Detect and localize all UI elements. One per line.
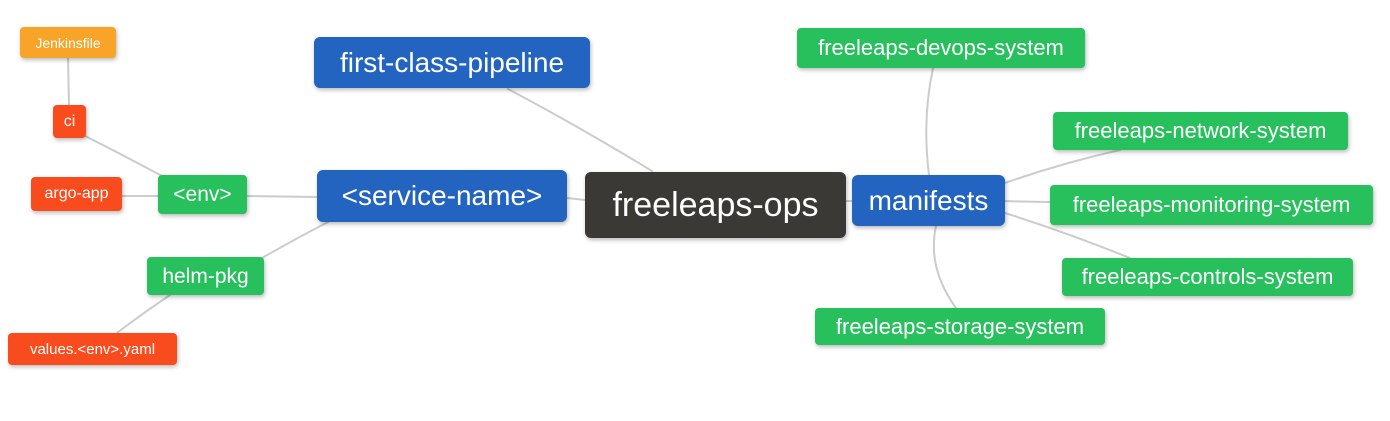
node-label: <service-name> — [341, 180, 543, 211]
node-freeleaps-controls-system[interactable]: freeleaps-controls-system — [1062, 258, 1353, 296]
node-jenkinsfile[interactable]: Jenkinsfile — [20, 27, 116, 58]
node-label: <env> — [173, 183, 232, 206]
edge-values-env-yaml--helm-pkg — [116, 294, 171, 334]
node-freeleaps-storage-system[interactable]: freeleaps-storage-system — [815, 308, 1105, 345]
node-freeleaps-monitoring-system[interactable]: freeleaps-monitoring-system — [1050, 185, 1373, 225]
edge-env--service-name — [246, 195, 318, 198]
edge-first-class-pipeline--freeleaps-ops — [507, 88, 653, 172]
edge-service-name--freeleaps-ops — [566, 197, 586, 201]
edge-jenkinsfile--ci — [67, 57, 70, 106]
edge-ci--env — [84, 135, 163, 177]
edge-manifests--freeleaps-storage-system — [932, 225, 957, 309]
node-first-class-pipeline[interactable]: first-class-pipeline — [314, 37, 590, 88]
node-label: freeleaps-storage-system — [835, 313, 1085, 339]
node-ci[interactable]: ci — [53, 105, 86, 138]
node-label: manifests — [868, 184, 989, 216]
node-freeleaps-ops[interactable]: freeleaps-ops — [585, 172, 846, 238]
edge-manifests--freeleaps-controls-system — [1004, 212, 1131, 259]
node-freeleaps-network-system[interactable]: freeleaps-network-system — [1053, 112, 1348, 150]
edge-manifests--freeleaps-monitoring-system — [1004, 200, 1051, 203]
node-label: first-class-pipeline — [339, 46, 565, 78]
node-label: freeleaps-controls-system — [1081, 264, 1334, 289]
edge-helm-pkg--service-name — [261, 221, 329, 259]
node-label: Jenkinsfile — [35, 34, 101, 51]
node-label: freeleaps-ops — [612, 186, 819, 224]
node-label: helm-pkg — [162, 264, 249, 288]
node-values-env-yaml[interactable]: values.<env>.yaml — [8, 333, 177, 365]
node-env[interactable]: <env> — [158, 175, 247, 214]
node-label: ci — [63, 112, 76, 130]
node-label: argo-app — [44, 185, 109, 202]
node-argo-app[interactable]: argo-app — [31, 177, 122, 211]
node-label: freeleaps-network-system — [1074, 118, 1327, 143]
node-freeleaps-devops-system[interactable]: freeleaps-devops-system — [797, 28, 1085, 68]
node-helm-pkg[interactable]: helm-pkg — [147, 257, 264, 295]
node-label: values.<env>.yaml — [29, 340, 156, 358]
edge-manifests--freeleaps-network-system — [1004, 149, 1121, 184]
node-label: freeleaps-monitoring-system — [1072, 192, 1351, 217]
node-label: freeleaps-devops-system — [818, 35, 1064, 60]
node-manifests[interactable]: manifests — [852, 175, 1005, 226]
edge-manifests--freeleaps-devops-system — [925, 67, 934, 176]
node-service-name[interactable]: <service-name> — [317, 170, 567, 222]
